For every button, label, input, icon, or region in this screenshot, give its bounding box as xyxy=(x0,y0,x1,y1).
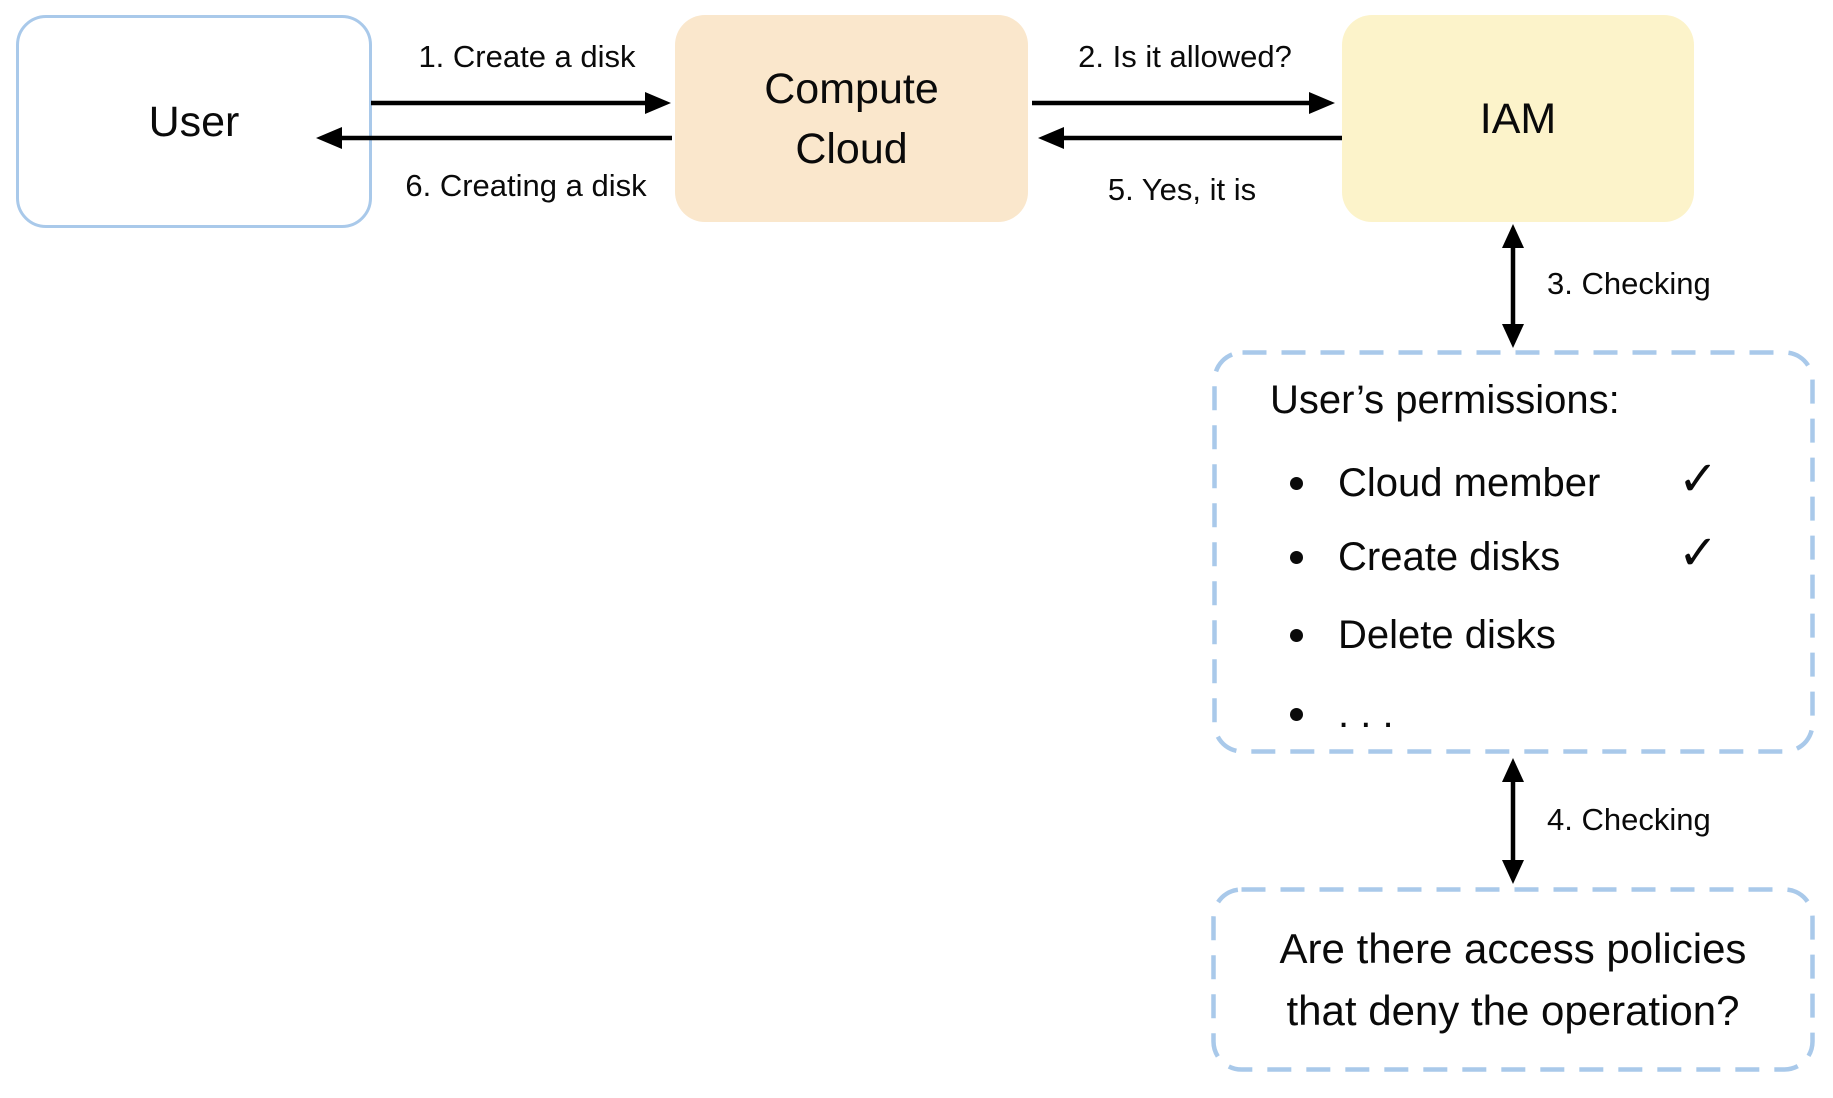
edge-label-create-disk: 1. Create a disk xyxy=(418,39,636,74)
permissions-title: User’s permissions: xyxy=(1270,378,1620,422)
list-item: Cloud member ✓ xyxy=(1212,453,1815,507)
bullet-icon xyxy=(1290,477,1303,490)
arrow-right-icon xyxy=(371,92,671,114)
node-compute-cloud: Compute Cloud xyxy=(675,15,1028,222)
edge-label-checking-4: 4. Checking xyxy=(1547,802,1711,837)
edge-label-checking-3: 3. Checking xyxy=(1547,266,1711,301)
arrow-left-icon xyxy=(1038,127,1342,149)
node-iam-label: IAM xyxy=(1479,94,1557,143)
list-item: Delete disks xyxy=(1212,611,1815,659)
bullet-icon xyxy=(1290,551,1303,564)
check-icon: ✓ xyxy=(1678,527,1719,580)
list-item: . . . xyxy=(1212,690,1815,738)
arrow-vertical-double-icon xyxy=(1502,758,1524,884)
list-item: Create disks ✓ xyxy=(1212,527,1815,581)
permission-label: Delete disks xyxy=(1338,613,1556,657)
permission-label: . . . xyxy=(1338,692,1394,736)
policies-question: Are there access policies that deny the … xyxy=(1211,887,1815,1072)
check-icon: ✓ xyxy=(1678,453,1719,506)
permissions-box: User’s permissions: Cloud member ✓ Creat… xyxy=(1212,350,1815,754)
arrow-left-icon xyxy=(316,127,672,149)
node-user-label: User xyxy=(148,97,240,146)
arrow-vertical-double-icon xyxy=(1502,224,1524,348)
node-compute-cloud-label: Compute Cloud xyxy=(764,64,939,173)
permission-label: Cloud member xyxy=(1338,461,1601,505)
policies-box: Are there access policies that deny the … xyxy=(1211,887,1815,1072)
edge-label-is-it-allowed: 2. Is it allowed? xyxy=(1078,39,1292,74)
node-iam: IAM xyxy=(1342,15,1694,222)
edge-label-yes-it-is: 5. Yes, it is xyxy=(1107,172,1257,207)
bullet-icon xyxy=(1290,708,1303,721)
policies-question-text: Are there access policies that deny the … xyxy=(1279,924,1747,1034)
node-user: User xyxy=(16,15,372,228)
arrow-right-icon xyxy=(1032,92,1335,114)
dashed-border xyxy=(1212,350,1815,754)
dashed-border xyxy=(1211,887,1815,1072)
permission-label: Create disks xyxy=(1338,535,1561,579)
bullet-icon xyxy=(1290,629,1303,642)
edge-label-creating-disk: 6. Creating a disk xyxy=(405,168,647,203)
